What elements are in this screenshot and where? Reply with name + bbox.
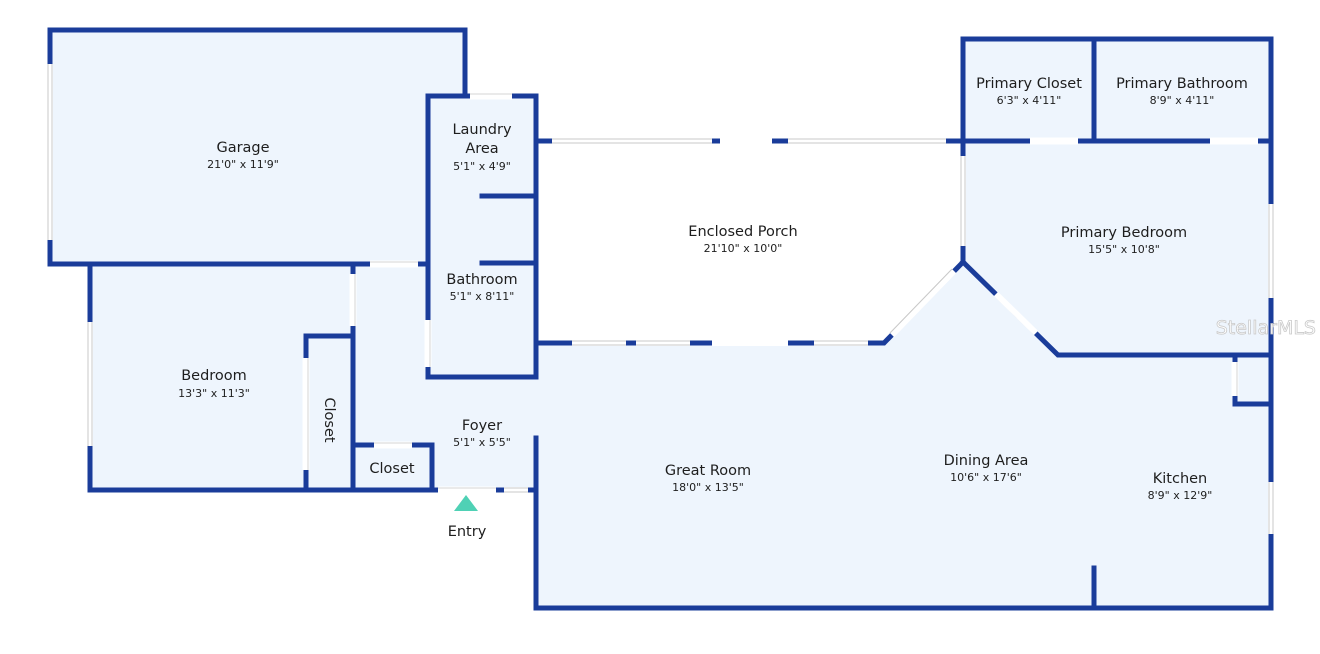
bathroom-dims: 5'1" x 8'11" — [450, 290, 515, 303]
foyer-name: Foyer — [462, 418, 502, 434]
garage-floor — [50, 30, 465, 264]
great-room-floor — [536, 262, 1271, 608]
garage-wall — [47, 27, 468, 267]
primary-bedroom-floor — [963, 141, 1271, 355]
stellar-mls-watermark: StellarMLS — [1216, 317, 1316, 339]
room-fills — [50, 30, 1271, 608]
dining-area-dims: 10'6" x 17'6" — [950, 471, 1022, 484]
bedroom-dims: 13'3" x 11'3" — [178, 387, 250, 400]
bathroom-name: Bathroom — [446, 272, 517, 288]
kitchen-dims: 8'9" x 12'9" — [1148, 489, 1213, 502]
entry-label: Entry — [448, 524, 487, 540]
kitchen-name: Kitchen — [1153, 471, 1208, 487]
laundry-dims: 5'1" x 4'9" — [453, 160, 511, 173]
foyer-dims: 5'1" x 5'5" — [453, 436, 511, 449]
garage-dims: 21'0" x 11'9" — [207, 158, 279, 171]
primary-closet-name: Primary Closet — [976, 76, 1082, 92]
great-room-outer-wall — [533, 435, 1274, 611]
room-labels: Garage 21'0" x 11'9" Laundry Area 5'1" x… — [178, 76, 1248, 502]
window — [993, 291, 1039, 336]
bedroom-name: Bedroom — [181, 368, 247, 384]
primary-bathroom-dims: 8'9" x 4'11" — [1150, 94, 1215, 107]
enclosed-porch-dims: 21'10" x 10'0" — [704, 242, 783, 255]
primary-bedroom-diagonal-wall — [959, 258, 1274, 358]
laundry-name-line1: Laundry — [452, 122, 512, 138]
primary-bedroom-dims: 15'5" x 10'8" — [1088, 243, 1160, 256]
garage-name: Garage — [216, 140, 269, 156]
window — [889, 268, 957, 338]
primary-suite-outer-wall — [960, 36, 1274, 611]
dining-area-name: Dining Area — [944, 453, 1029, 469]
primary-bathroom-floor — [1094, 39, 1271, 141]
great-room-name: Great Room — [665, 463, 751, 479]
enclosed-porch-name: Enclosed Porch — [688, 224, 797, 240]
primary-bathroom-name: Primary Bathroom — [1116, 76, 1248, 92]
bathroom-floor — [428, 262, 536, 377]
laundry-name-line2: Area — [465, 141, 498, 157]
windows — [47, 64, 1274, 534]
entry-arrow-icon — [454, 495, 478, 511]
closet-small-name: Closet — [369, 461, 414, 477]
laundry-floor — [428, 96, 536, 266]
primary-closet-dims: 6'3" x 4'11" — [997, 94, 1062, 107]
primary-bedroom-name: Primary Bedroom — [1061, 225, 1187, 241]
primary-closet-floor — [963, 39, 1094, 141]
doors — [302, 92, 1239, 494]
great-room-dims: 18'0" x 13'5" — [672, 481, 744, 494]
closet-vertical-name: Closet — [321, 397, 337, 442]
